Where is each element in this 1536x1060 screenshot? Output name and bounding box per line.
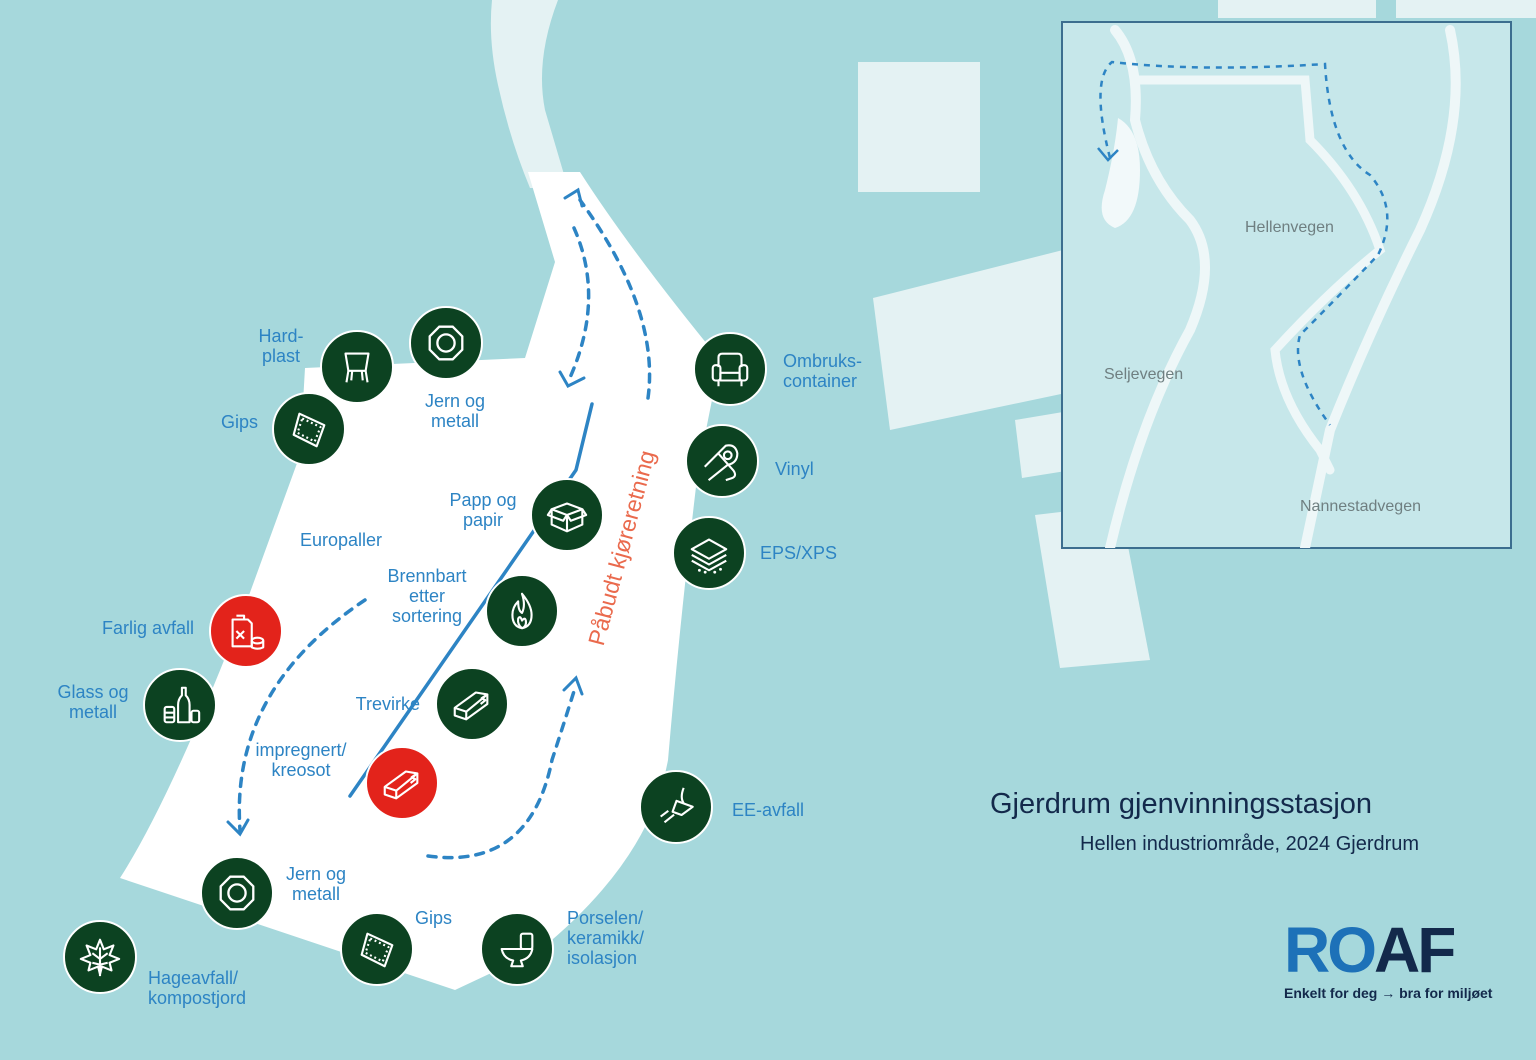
traffic-paths [226, 187, 652, 860]
inset-arrow-head [1097, 147, 1119, 162]
inset-site [1101, 118, 1140, 228]
metal-nut-icon [219, 875, 255, 911]
station-hardplast[interactable] [320, 330, 394, 404]
road-label-hellenvegen: Hellenvegen [1245, 219, 1334, 236]
armchair-icon [711, 352, 749, 387]
label-eps-xps: EPS/XPS [760, 543, 838, 563]
station-impregnert[interactable] [365, 746, 439, 820]
station-vinyl[interactable] [685, 424, 759, 498]
building [873, 250, 1080, 430]
label-impregnert: impregnert/kreosot [255, 740, 347, 780]
arrow-head [562, 675, 584, 696]
label-hardplast: Hard-plast [258, 326, 304, 366]
road-label-nannestadvegen: Nannestadvegen [1300, 498, 1421, 515]
cardboard-box-icon [546, 502, 588, 533]
station-glass-metall[interactable] [143, 668, 217, 742]
background-buildings [858, 0, 1536, 668]
inset-route [1099, 60, 1389, 426]
arrow-head [563, 187, 584, 208]
flame-icon [511, 592, 533, 630]
label-farlig-avfall: Farlig avfall [101, 618, 194, 638]
road-nannestadvegen [1300, 25, 1461, 548]
road-label-seljevegen: Seljevegen [1104, 366, 1184, 383]
station-farlig-avfall[interactable] [209, 594, 283, 668]
label-gips-top: Gips [220, 412, 258, 432]
station-gips-bottom[interactable] [340, 912, 414, 986]
label-ee-avfall: EE-avfall [732, 800, 805, 820]
access-road [490, 0, 568, 188]
map-subtitle: Hellen industriområde, 2024 Gjerdrum [1080, 833, 1420, 855]
station-hageavfall[interactable] [63, 920, 137, 994]
station-eps-xps[interactable] [672, 516, 746, 590]
vinyl-roll-icon [704, 444, 739, 482]
building [1015, 412, 1072, 478]
building [858, 62, 980, 192]
label-trevirke: Trevirke [355, 694, 420, 714]
station-papp-papir[interactable] [530, 478, 604, 552]
station-brennbart[interactable] [485, 574, 559, 648]
arrow-head [226, 818, 250, 837]
label-ombruk: Ombruks-container [783, 351, 863, 391]
plasterboard-icon [360, 932, 394, 968]
toilet-icon [500, 932, 534, 968]
roaf-logo: ROAF [1284, 918, 1456, 982]
logo-tagline: Enkelt for deg → bra for miljøet [1284, 985, 1493, 1001]
station-line [348, 402, 594, 798]
label-porselen: Porselen/keramikk/isolasjon [567, 908, 645, 968]
eps-block-icon [690, 538, 728, 574]
logo-ro: RO [1284, 914, 1377, 986]
left-loop-path [237, 598, 367, 832]
plasterboard-icon [292, 412, 326, 448]
arrow-head [558, 370, 586, 388]
leaf-icon [79, 938, 121, 977]
label-gips-bottom: Gips [415, 908, 453, 928]
return-path [426, 686, 577, 860]
plug-icon [660, 787, 694, 824]
station-gips-top[interactable] [272, 392, 346, 466]
label-vinyl: Vinyl [775, 459, 814, 479]
station-ee-avfall[interactable] [639, 770, 713, 844]
road-seljevegen [1105, 25, 1210, 548]
bottles-cans-icon [163, 686, 201, 724]
wood-beam-icon [453, 691, 489, 721]
inset-map [1061, 21, 1512, 549]
metal-nut-icon [428, 325, 464, 361]
station-jern-metall-bottom[interactable] [200, 856, 274, 930]
station-jern-metall-top[interactable] [409, 306, 483, 380]
road-hellenvegen [1130, 75, 1386, 475]
building [1218, 0, 1376, 18]
label-hageavfall: Hageavfall/kompostjord [148, 968, 247, 1008]
building [1396, 0, 1536, 18]
treated-wood-icon [383, 770, 419, 800]
exit-path [578, 198, 652, 400]
station-porselen[interactable] [480, 912, 554, 986]
entry-path [566, 226, 591, 384]
chair-icon [344, 352, 370, 383]
station-trevirke[interactable] [435, 667, 509, 741]
label-europaller: Europaller [300, 530, 383, 550]
hazardous-canister-icon [231, 614, 265, 650]
logo-af: AF [1374, 914, 1456, 986]
map-title: Gjerdrum gjenvinningsstasjon [990, 788, 1373, 820]
station-ombruk[interactable] [693, 332, 767, 406]
